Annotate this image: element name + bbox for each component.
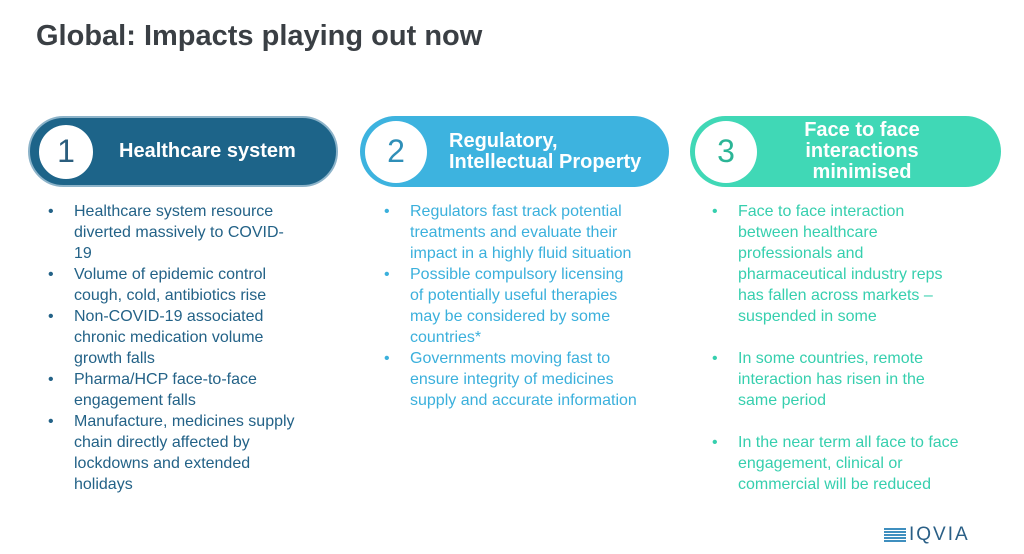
card-regulatory-header: 2 Regulatory, Intellectual Property — [360, 116, 669, 187]
bullet-item: • Healthcare system resource diverted mas… — [48, 201, 295, 264]
bullet-text: In the near term all face to face engage… — [738, 434, 959, 493]
bullet-item: • Possible compulsory licensing of potent… — [384, 264, 637, 348]
bullet-item: • Face to face interaction between health… — [712, 201, 959, 327]
bullet-text: Non-COVID-19 associated chronic medicati… — [74, 308, 264, 367]
card-number-badge: 1 — [35, 120, 97, 183]
face-to-face-bullets: • Face to face interaction between health… — [712, 201, 959, 516]
bullet-dot-icon: • — [48, 266, 54, 283]
card-number-badge: 3 — [695, 120, 757, 183]
bullet-dot-icon: • — [384, 203, 390, 220]
bullet-dot-icon: • — [48, 308, 54, 325]
iqvia-logo: IQVIA — [884, 524, 970, 546]
bullet-text: Manufacture, medicines supply chain dire… — [74, 413, 295, 493]
card-number-badge: 2 — [365, 120, 427, 183]
bullet-dot-icon: • — [48, 203, 54, 220]
bullet-dot-icon: • — [384, 266, 390, 283]
healthcare-bullets: • Healthcare system resource diverted mas… — [48, 201, 295, 495]
bullet-dot-icon: • — [384, 350, 390, 367]
bullet-text: Regulators fast track potential treatmen… — [410, 203, 632, 262]
bullet-dot-icon: • — [712, 350, 718, 367]
bullet-dot-icon: • — [48, 371, 54, 388]
logo-mark-icon — [884, 528, 906, 542]
bullet-text: In some countries, remote interaction ha… — [738, 350, 925, 409]
bullet-item: • Regulators fast track potential treatme… — [384, 201, 637, 264]
card-heading: Healthcare system — [119, 140, 296, 162]
bullet-item: • Pharma/HCP face-to-face engagement fall… — [48, 369, 295, 411]
bullet-text: Pharma/HCP face-to-face engagement falls — [74, 371, 257, 409]
bullet-text: Governments moving fast to ensure integr… — [410, 350, 637, 409]
bullet-text: Possible compulsory licensing of potenti… — [410, 266, 624, 346]
bullet-item: • In some countries, remote interaction h… — [712, 348, 959, 411]
bullet-item: • Manufacture, medicines supply chain dir… — [48, 411, 295, 495]
regulatory-bullets: • Regulators fast track potential treatme… — [384, 201, 637, 411]
bullet-dot-icon: • — [712, 203, 718, 220]
card-heading: Regulatory, Intellectual Property — [449, 129, 642, 173]
bullet-item: • Non-COVID-19 associated chronic medicat… — [48, 306, 295, 369]
bullet-text: Healthcare system resource diverted mass… — [74, 203, 284, 262]
bullet-item: • Governments moving fast to ensure integ… — [384, 348, 637, 411]
card-healthcare-system-header: 1 Healthcare system — [28, 116, 338, 187]
page-title: Global: Impacts playing out now — [36, 20, 483, 52]
card-face-to-face-header: 3 Face to face interactions minimised — [690, 116, 1001, 187]
bullet-item: • In the near term all face to face engag… — [712, 432, 959, 495]
bullet-text: Face to face interaction between healthc… — [738, 203, 943, 325]
bullet-dot-icon: • — [48, 413, 54, 430]
bullet-text: Volume of epidemic control cough, cold, … — [74, 266, 267, 304]
logo-text: IQVIA — [909, 524, 970, 545]
bullet-item: • Volume of epidemic control cough, cold,… — [48, 264, 295, 306]
bullet-dot-icon: • — [712, 434, 718, 451]
card-heading: Face to face interactions minimised — [804, 119, 920, 183]
